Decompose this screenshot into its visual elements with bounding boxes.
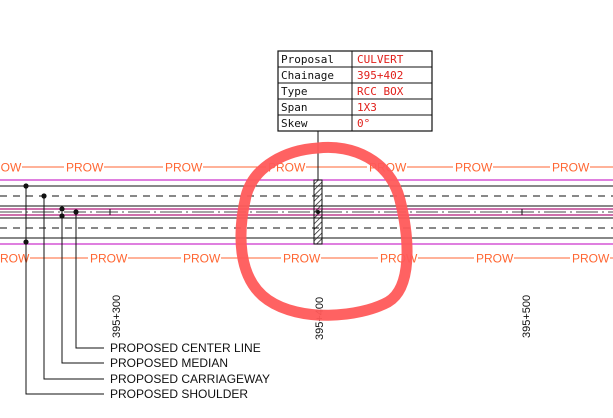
prow-label: PROW	[283, 252, 321, 266]
chainage-label-1: 395+300	[111, 295, 123, 338]
legend-leader-dots	[23, 183, 79, 245]
legend-leaders	[25, 186, 104, 395]
prow-label: PROW	[572, 252, 610, 266]
legend-center-line: PROPOSED CENTER LINE	[110, 341, 261, 355]
legend-median: PROPOSED MEDIAN	[110, 356, 228, 370]
prow-label: PROW	[0, 161, 22, 175]
prow-label: PROW	[455, 161, 493, 175]
prow-label: PROW	[183, 252, 221, 266]
chainage-label-3: 395+500	[521, 295, 533, 338]
prow-label: PROW	[165, 161, 203, 175]
prow-label: PROW	[66, 161, 104, 175]
prow-line-top: PROWPROWPROWPROWPROWPROWPROW	[0, 160, 613, 175]
prow-label: PROW	[90, 252, 128, 266]
table-label-chainage: Chainage	[281, 69, 334, 82]
legend-carriageway: PROPOSED CARRIAGEWAY	[110, 372, 270, 386]
table-value-chainage: 395+402	[357, 69, 403, 82]
annotation-circle	[235, 141, 413, 321]
table-label-skew: Skew	[281, 117, 308, 130]
prow-label: PROW	[552, 161, 590, 175]
table-value-proposal: CULVERT	[357, 53, 404, 66]
legend-shoulder: PROPOSED SHOULDER	[110, 387, 248, 401]
table-label-span: Span	[281, 101, 308, 114]
prow-line-bottom: PROWPROWPROWPROWPROWPROWPROW	[0, 251, 613, 266]
table-label-type: Type	[281, 85, 308, 98]
prow-label: PROW	[476, 252, 514, 266]
culvert-symbol	[313, 138, 323, 245]
table-value-type: RCC BOX	[357, 85, 404, 98]
table-label-proposal: Proposal	[281, 53, 334, 66]
prow-label: PROW	[0, 252, 30, 266]
table-value-span: 1X3	[357, 101, 377, 114]
table-value-skew: 0°	[357, 117, 370, 130]
culvert-info-table: Proposal CULVERT Chainage 395+402 Type R…	[277, 50, 433, 138]
